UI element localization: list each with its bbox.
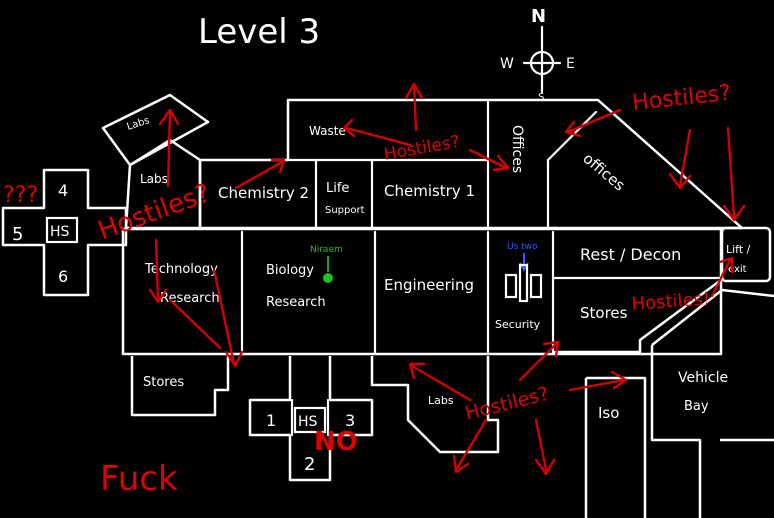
compass-rose: N S E W	[500, 6, 575, 103]
offices-diagonal	[546, 110, 598, 162]
bottom-hab-hs-box	[293, 406, 327, 434]
red-arrow-tech-right	[212, 268, 244, 368]
compass-n: N	[531, 6, 546, 27]
security-desk-right	[529, 273, 543, 299]
room-waste: Waste	[309, 124, 346, 138]
room-bio-research-1: Biology	[266, 263, 314, 278]
bottom-hab-1: 1	[266, 411, 276, 430]
red-arrow-tech	[148, 238, 168, 304]
room-lift-1: Lift /	[726, 243, 751, 256]
room-tech-research-1: Technology	[144, 262, 218, 277]
red-arrow-waste	[342, 118, 412, 147]
stores-left-outline	[130, 356, 230, 417]
room-offices-upper: Offices	[509, 125, 525, 173]
niraem-dot	[323, 273, 333, 283]
annotation-qmarks: ???	[3, 183, 38, 208]
room-chemistry-1: Chemistry 1	[384, 182, 475, 200]
room-labs-bottom: Labs	[428, 394, 454, 407]
left-hab-hs-box	[45, 216, 79, 244]
annotation-fuck: Fuck	[100, 459, 178, 499]
map-title: Level 3	[198, 12, 320, 52]
red-arrow-sec	[518, 340, 560, 382]
compass-s: S	[538, 92, 544, 103]
red-arrow-right-offices	[564, 108, 622, 138]
red-arrow-bottom-left	[452, 418, 488, 474]
red-arrow-chem2	[234, 158, 286, 190]
red-arrow-offices	[468, 148, 510, 172]
compass-e: E	[566, 56, 575, 72]
us-two-label: Us two	[507, 242, 538, 252]
room-engineering: Engineering	[384, 276, 474, 294]
room-life-support-1: Life	[326, 181, 349, 196]
annotation-hostiles-right: Hostiles?	[631, 81, 732, 116]
upper-row-outline	[198, 98, 744, 230]
lift-outline	[720, 226, 772, 283]
compass-w: W	[500, 56, 514, 72]
annotation-hostiles-stores: Hostiles!	[631, 289, 711, 315]
left-hab-4: 4	[58, 181, 68, 200]
red-arrow-top-up	[404, 82, 424, 132]
room-labs-top: Labs	[126, 115, 152, 133]
room-stores-left: Stores	[143, 375, 184, 390]
bottom-hab-hs: HS	[298, 414, 318, 430]
room-offices-lower: offices	[579, 149, 628, 194]
room-stores-right: Stores	[580, 304, 628, 322]
red-arrow-eng	[408, 362, 472, 402]
red-arrow-bottom-right	[534, 418, 556, 476]
red-arrow-iso	[568, 370, 628, 392]
room-chemistry-2: Chemistry 2	[218, 184, 309, 202]
red-arrow-labs-up	[158, 108, 180, 188]
labs-bottom-outline	[370, 356, 500, 454]
bottom-hab-3: 3	[345, 411, 355, 430]
room-life-support-2: Support	[325, 205, 365, 216]
iso-outline	[584, 376, 647, 518]
red-arrow-right-down1	[668, 128, 692, 190]
room-tech-research-2: Research	[160, 291, 220, 306]
room-vehicle-bay-2: Bay	[684, 399, 709, 414]
bottom-hab-2: 2	[304, 454, 315, 475]
red-arrow-right-down2	[722, 126, 746, 222]
security-desk	[504, 263, 543, 303]
room-security: Security	[495, 318, 541, 331]
room-lift-2: exit	[728, 264, 747, 275]
building-structure	[1, 93, 774, 518]
security-desk-left	[504, 273, 518, 299]
left-hab-5: 5	[12, 224, 23, 245]
stores-right-outline	[553, 278, 722, 354]
annotation-no: NO	[314, 427, 358, 457]
room-bio-research-2: Research	[266, 295, 326, 310]
room-labs-left: Labs	[140, 172, 168, 186]
annotation-hostiles-left: Hostiles?	[94, 178, 214, 246]
niraem-label: Niraem	[310, 245, 343, 255]
vehicle-bay-outline	[650, 288, 774, 518]
room-rest-decon: Rest / Decon	[580, 245, 681, 264]
room-iso: Iso	[598, 404, 619, 422]
labs-top-outline	[101, 93, 210, 167]
security-desk-center	[518, 263, 529, 303]
annotation-hostiles-bottom: Hostiles?	[463, 383, 551, 425]
left-hab-hs: HS	[50, 224, 70, 240]
red-arrow-tech-diag	[168, 298, 222, 350]
left-hab-outline	[1, 168, 128, 297]
red-arrow-lift	[710, 256, 734, 298]
left-hab-6: 6	[58, 267, 68, 286]
room-vehicle-bay-1: Vehicle	[678, 370, 728, 386]
bottom-corridor	[248, 356, 374, 482]
